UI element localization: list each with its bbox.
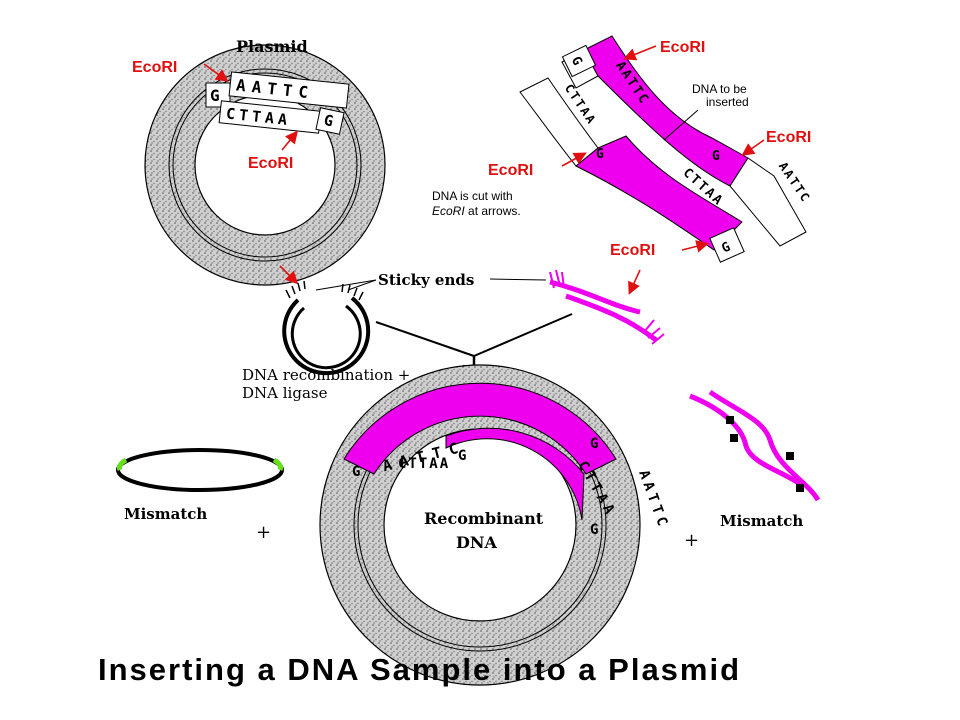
- arrow-icon: [203, 63, 229, 82]
- insert-pointer-line: [663, 109, 699, 141]
- recomb-seq-aattc-right: AATTC: [635, 468, 671, 532]
- sticky-end-icon: [549, 269, 665, 345]
- recomb-seq-cttaa-left: CTTAA: [398, 456, 450, 472]
- cut-insert-fragment: [549, 269, 665, 345]
- plus-right: +: [684, 530, 699, 551]
- recomb-seq-g-bottom: G: [590, 522, 598, 538]
- mismatch-label-left: Mismatch: [124, 505, 207, 523]
- mismatch-label-right: Mismatch: [720, 512, 803, 530]
- bottom-title: Inserting a DNA Sample into a Plasmid: [98, 652, 741, 687]
- plasmid: [144, 44, 386, 286]
- plasmid-title: Plasmid: [236, 37, 308, 56]
- mismatch-insert-right: [689, 389, 821, 502]
- cut-plasmid: [282, 280, 371, 376]
- ecori-label-insert-right: EcoRI: [766, 129, 811, 146]
- sticky-pointer-left: [315, 279, 377, 291]
- sticky-ends-label: Sticky ends: [378, 271, 474, 289]
- recomb-seq-g-top-right: G: [590, 436, 598, 452]
- cut-note-rest: at arrows.: [465, 204, 521, 218]
- recomb-seq-g-inner: G: [458, 448, 466, 464]
- ecori-label-insert-bottom: EcoRI: [610, 242, 655, 259]
- dna-insert-segment: [519, 35, 807, 263]
- cut-note-line1: DNA is cut with: [432, 189, 513, 203]
- cut-note-ecori: EcoRI: [432, 204, 465, 218]
- arrow-icon: [279, 265, 299, 285]
- sticky-pointer-right: [347, 279, 377, 291]
- arrow-icon: [628, 269, 641, 295]
- arrow-icon: [561, 152, 587, 167]
- recombinant-label-line2: DNA: [456, 533, 498, 552]
- sticky-pointer-insert: [489, 278, 547, 281]
- cut-note-line2: EcoRI at arrows.: [432, 204, 521, 218]
- plasmid-seq-g-left: G: [210, 86, 220, 105]
- recombinant-label-line1: Recombinant: [424, 509, 544, 528]
- merge-line-left: [375, 321, 475, 357]
- ecori-label-plasmid-inner: EcoRI: [248, 155, 293, 172]
- arrow-icon: [281, 130, 299, 151]
- plus-left: +: [256, 522, 271, 543]
- arrow-icon: [681, 240, 710, 253]
- dna-to-be-inserted-line1: DNA to be: [692, 82, 747, 96]
- ecori-label-insert-top: EcoRI: [660, 39, 705, 56]
- ecori-label-insert-left: EcoRI: [488, 162, 533, 179]
- insert-seq-g-low: G: [596, 147, 604, 162]
- mismatch-plasmid-left: [116, 448, 284, 492]
- ecori-label-plasmid-top: EcoRI: [132, 59, 177, 76]
- merge-line-right: [473, 313, 573, 357]
- arrow-icon: [741, 139, 765, 156]
- recomb-seq-g-left: G: [352, 464, 360, 480]
- recombination-line1: DNA recombination +: [242, 366, 410, 384]
- arrow-icon: [623, 45, 657, 61]
- plasmid-seq-g-right: G: [322, 111, 335, 130]
- insert-seq-g-mid: G: [712, 149, 720, 164]
- dna-to-be-inserted-line2: inserted: [706, 95, 749, 109]
- recombination-line2: DNA ligase: [242, 384, 328, 402]
- recombinant-plasmid: [319, 364, 641, 686]
